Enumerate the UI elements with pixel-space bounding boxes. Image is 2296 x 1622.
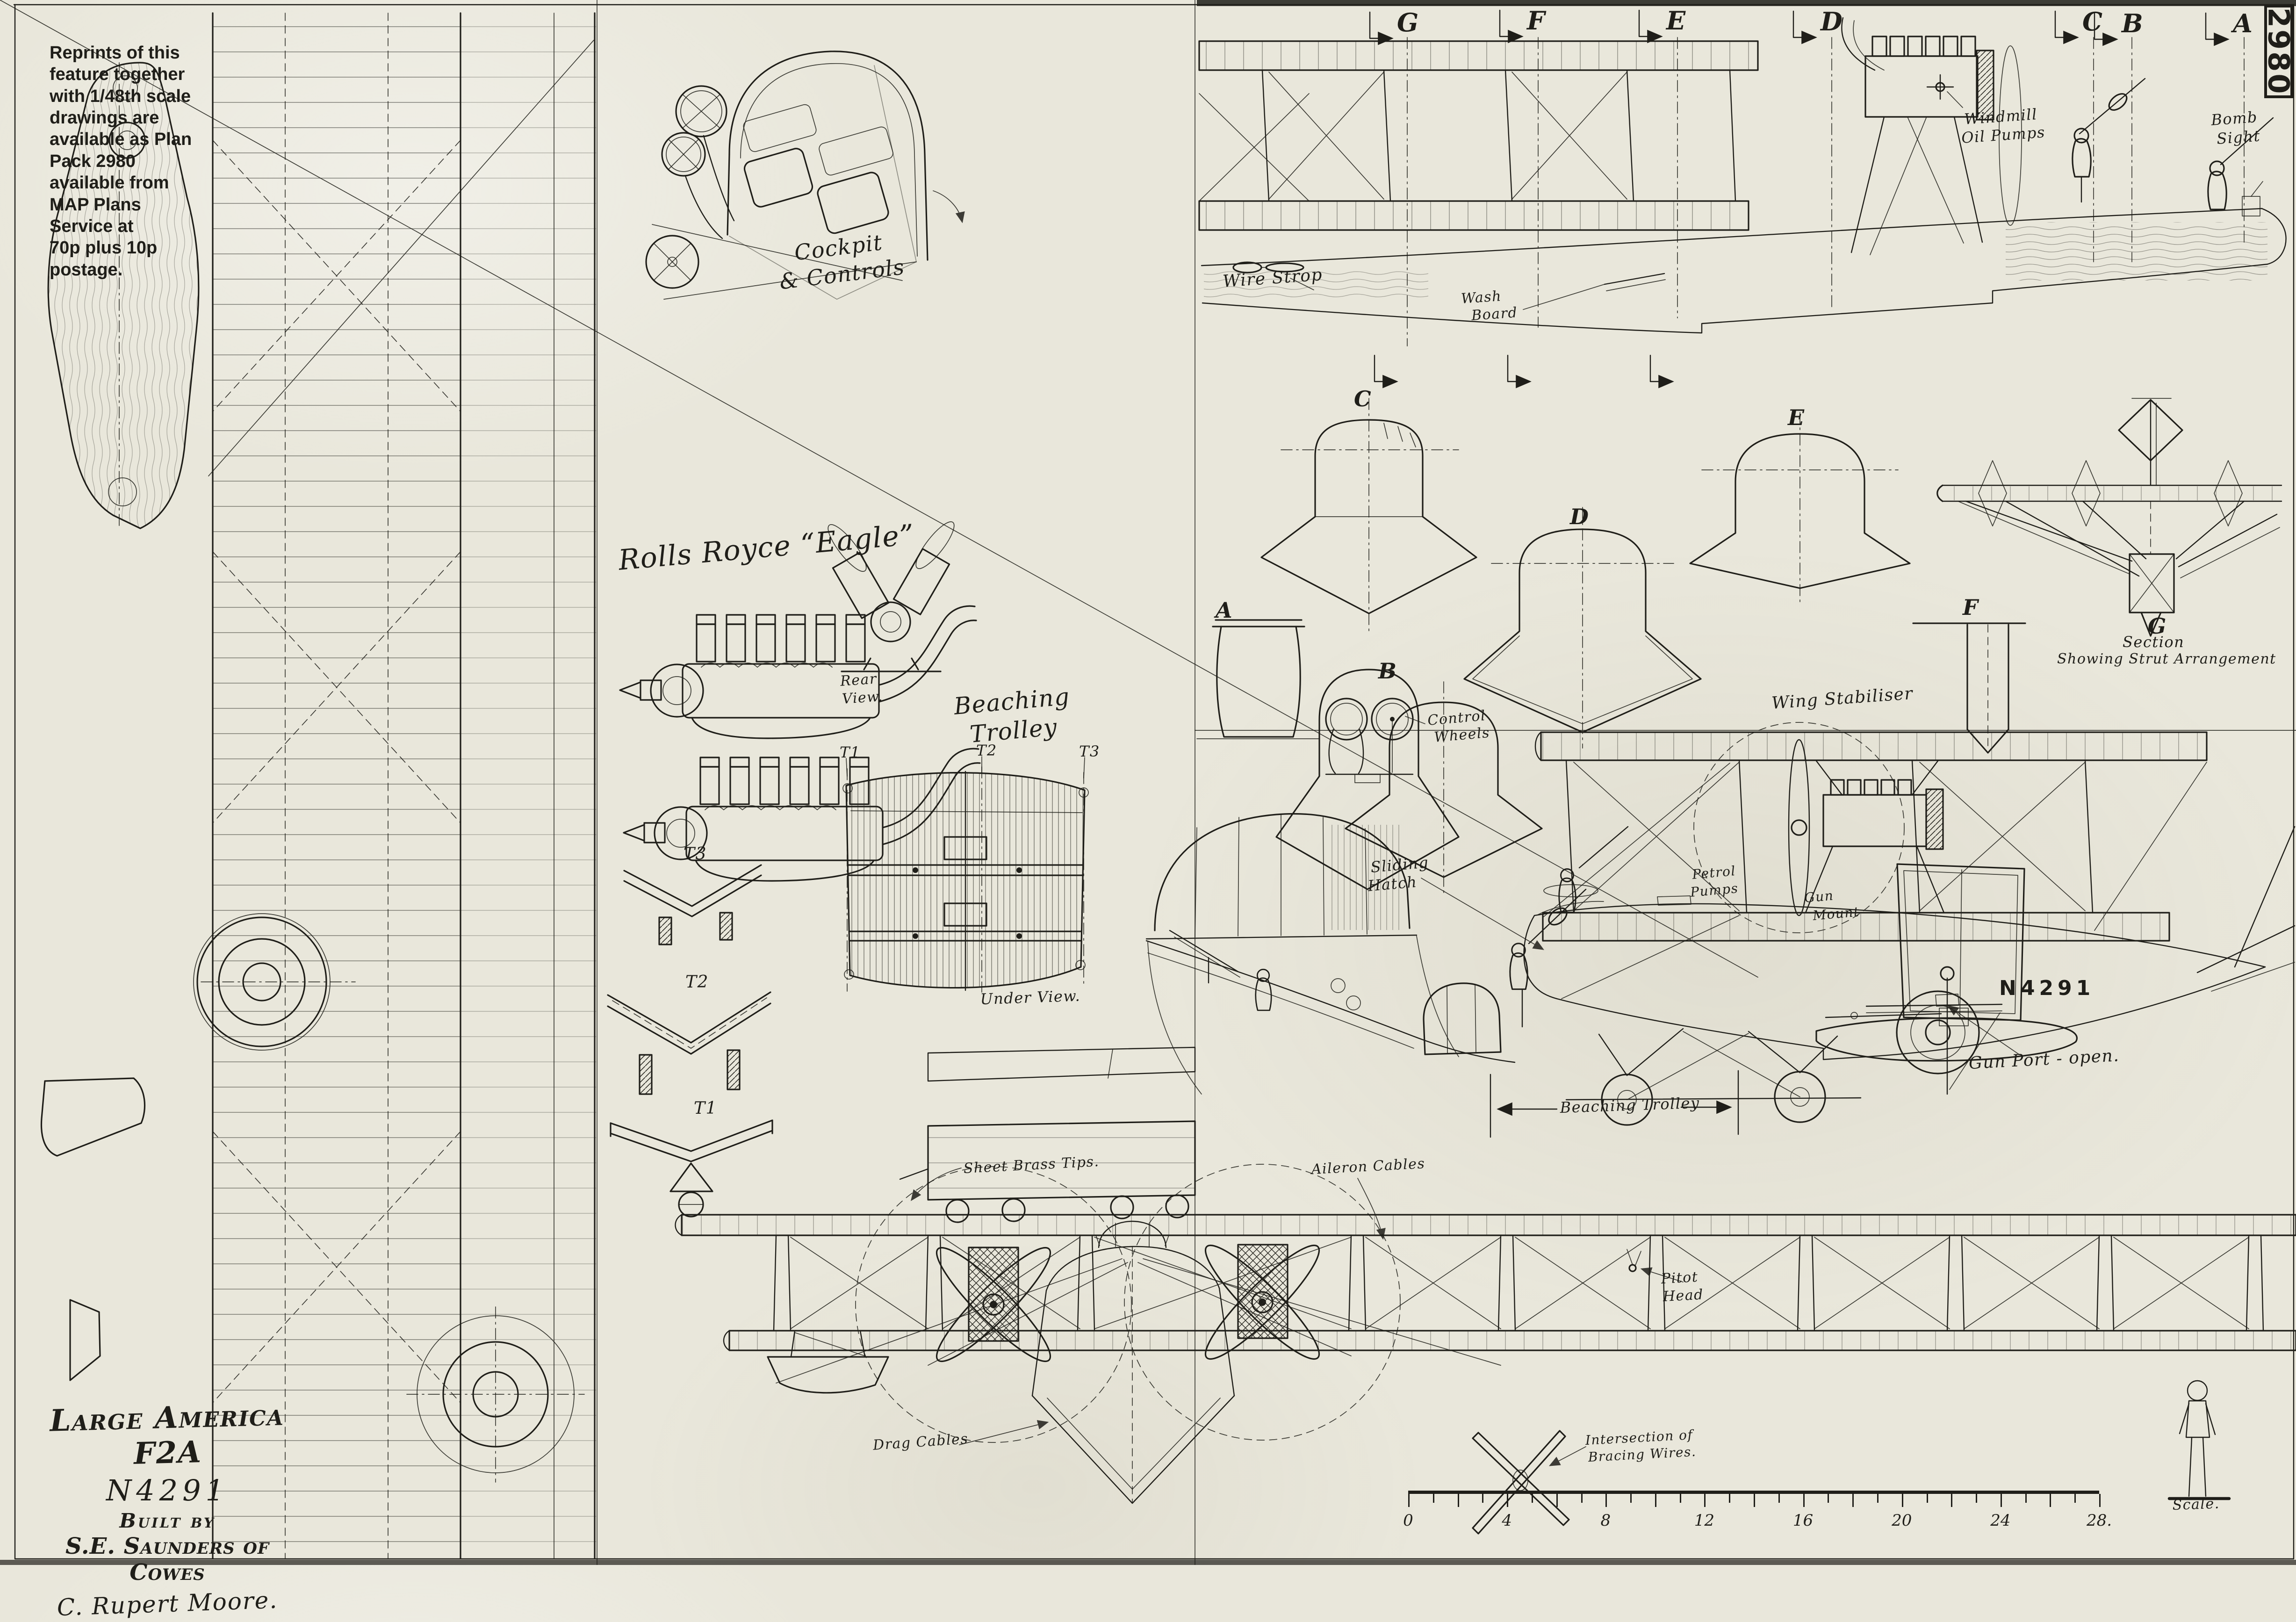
scale-ruler-tick	[1581, 1494, 1583, 1503]
scale-ruler-tick	[1778, 1494, 1780, 1503]
scale-ruler-tick	[1803, 1494, 1805, 1507]
scale-ruler-tick	[1877, 1494, 1879, 1503]
scale-ruler-number: 20	[1892, 1511, 1912, 1530]
scale-ruler-tick	[1927, 1494, 1928, 1503]
scale-ruler: 0 4 8 12 16 20 24 28.	[0, 0, 2296, 1565]
scale-ruler-tick	[1532, 1494, 1533, 1503]
scale-ruler-number: 16	[1793, 1511, 1813, 1530]
scale-ruler-number: 0	[1403, 1511, 1413, 1530]
plan-sheet: { "document": { "plan_pack_number": "298…	[0, 0, 2296, 1565]
artist-signature: C. Rupert Moore.	[27, 1586, 308, 1622]
scale-ruler-number: 4	[1502, 1511, 1512, 1530]
scale-ruler-tick	[2001, 1494, 2002, 1507]
scale-ruler-number: 8	[1600, 1511, 1611, 1530]
scale-ruler-tick	[1729, 1494, 1730, 1503]
scale-ruler-tick	[1976, 1494, 1977, 1503]
scale-ruler-tick	[2025, 1494, 2027, 1503]
scale-ruler-tick	[2050, 1494, 2051, 1507]
scale-ruler-tick	[1556, 1494, 1558, 1507]
scale-ruler-tick	[1902, 1494, 1903, 1507]
scale-ruler-tick	[1655, 1494, 1656, 1507]
scale-ruler-tick	[1630, 1494, 1632, 1503]
scale-ruler-tick	[1507, 1494, 1508, 1507]
scale-ruler-number: 28.	[2087, 1511, 2112, 1530]
scale-ruler-tick	[1458, 1494, 1459, 1507]
scale-ruler-tick	[1433, 1494, 1434, 1503]
scale-ruler-tick	[1408, 1494, 1410, 1507]
scale-ruler-tick	[2074, 1494, 2076, 1503]
scale-ruler-tick	[1754, 1494, 1755, 1507]
scale-ruler-bar	[1408, 1491, 2099, 1494]
scale-ruler-tick	[1828, 1494, 1829, 1503]
scale-ruler-tick	[1482, 1494, 1483, 1503]
scale-ruler-tick	[1680, 1494, 1681, 1503]
scale-ruler-tick	[1605, 1494, 1607, 1507]
scale-ruler-number: 24	[1990, 1511, 2010, 1530]
scale-ruler-tick	[1704, 1494, 1706, 1507]
scale-ruler-tick	[2099, 1494, 2101, 1507]
scale-ruler-number: 12	[1694, 1511, 1714, 1530]
scale-ruler-tick	[1951, 1494, 1952, 1507]
scale-ruler-tick	[1852, 1494, 1854, 1507]
